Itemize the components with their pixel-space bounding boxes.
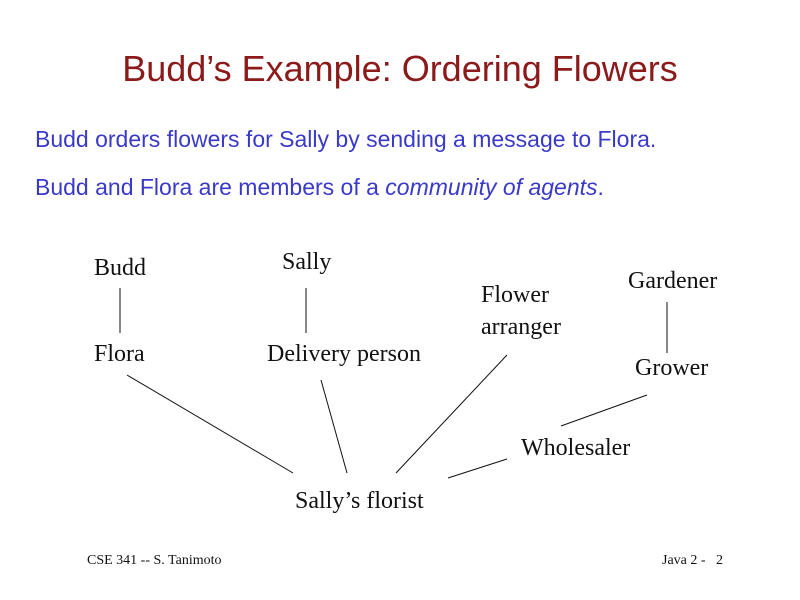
node-flower-arranger: Flower arranger bbox=[481, 279, 561, 343]
bullet-line-2: Budd and Flora are members of a communit… bbox=[35, 174, 604, 201]
bullet-line-2-emphasis: community of agents bbox=[385, 174, 598, 200]
node-flora: Flora bbox=[94, 341, 145, 367]
node-budd: Budd bbox=[94, 255, 147, 281]
edge-delivery-florist bbox=[320, 379, 348, 474]
footer-course: CSE 341 -- S. Tanimoto bbox=[87, 553, 222, 568]
bullet-line-2-suffix: . bbox=[597, 174, 604, 200]
bullet-line-1: Budd orders flowers for Sally by sending… bbox=[35, 126, 657, 152]
edge-wholesaler-florist bbox=[447, 458, 508, 479]
node-sallys-florist: Sally’s florist bbox=[295, 488, 424, 514]
node-wholesaler: Wholesaler bbox=[521, 435, 631, 461]
edge-arranger-florist bbox=[395, 354, 508, 474]
node-delivery-person: Delivery person bbox=[267, 341, 421, 367]
edge-grower-wholesaler bbox=[560, 394, 648, 427]
node-grower: Grower bbox=[635, 355, 709, 381]
bullet-line-2-prefix: Budd and Flora are members of a bbox=[35, 174, 386, 200]
node-sally: Sally bbox=[282, 249, 332, 275]
edge-flora-florist bbox=[126, 374, 294, 474]
node-flower-arranger-line1: Flower bbox=[481, 282, 549, 308]
node-flower-arranger-line2: arranger bbox=[481, 314, 561, 340]
footer-slide-number: Java 2 - 2 bbox=[662, 553, 724, 568]
slide-title: Budd’s Example: Ordering Flowers bbox=[122, 48, 678, 89]
node-gardener: Gardener bbox=[628, 268, 718, 294]
